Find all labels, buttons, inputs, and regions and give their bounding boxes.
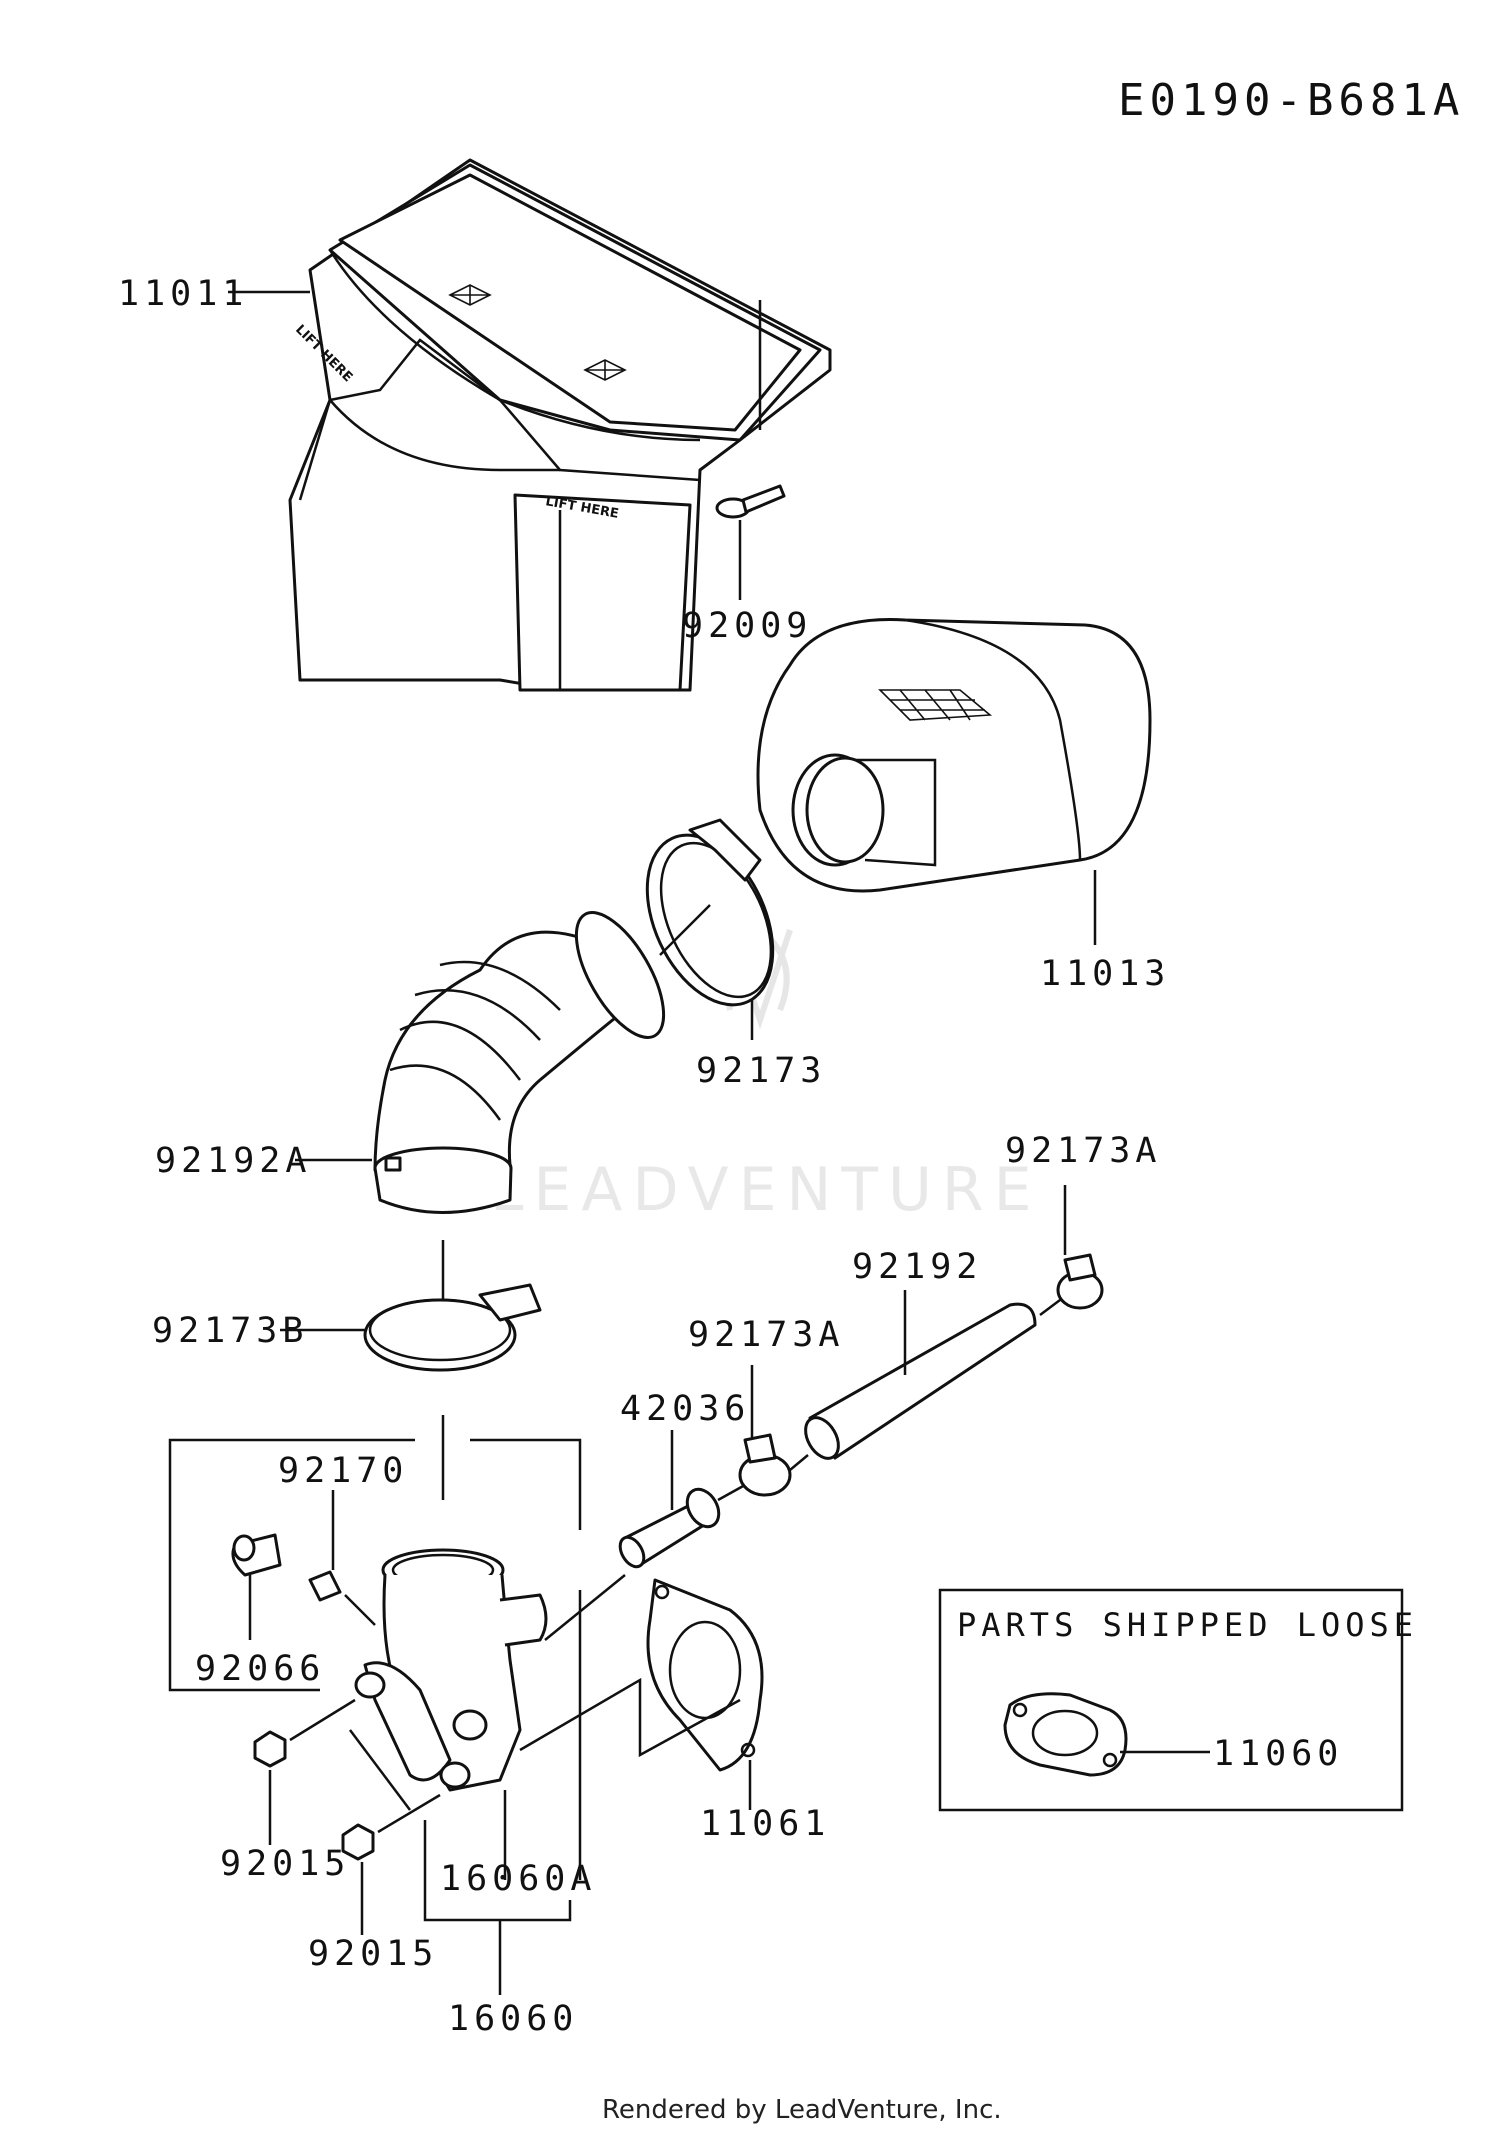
label-92192[interactable]: 92192 (852, 1247, 982, 1287)
box-title: PARTS SHIPPED LOOSE (957, 1606, 1418, 1644)
leader-nut-to-manifold-lower (377, 1793, 441, 1834)
part-92173-clamp[interactable] (622, 815, 798, 1025)
label-16060A[interactable]: 16060A (440, 1859, 596, 1899)
watermark: LEADVENTURE (490, 926, 1042, 1225)
part-92192A-elbow[interactable] (373, 899, 681, 1214)
leader-hose-clamp (1039, 1299, 1061, 1316)
leader-clamp-to-hose (789, 1454, 809, 1471)
label-11013[interactable]: 11013 (1040, 954, 1170, 994)
label-92170[interactable]: 92170 (278, 1451, 408, 1491)
label-11060[interactable]: 11060 (1213, 1734, 1343, 1774)
part-92015-nut-lower[interactable] (341, 1823, 375, 1861)
diagram-code: E0190-B681A (1118, 75, 1464, 126)
label-42036[interactable]: 42036 (620, 1389, 750, 1429)
leader-92173-cross (659, 904, 711, 956)
assembly-bracket-right (470, 1438, 582, 1530)
leader-fitting-to-clamp (717, 1483, 746, 1502)
parts-shipped-loose-box: PARTS SHIPPED LOOSE 11060 (938, 1588, 1418, 1812)
watermark-text: LEADVENTURE (490, 1155, 1042, 1225)
label-92173A-mid[interactable]: 92173A (688, 1315, 844, 1355)
part-92015-nut-upper[interactable] (253, 1730, 287, 1768)
footer-credit: Rendered by LeadVenture, Inc. (602, 2095, 1002, 2125)
part-92066-cap[interactable] (231, 1533, 282, 1577)
part-92173B-clamp[interactable] (363, 1283, 542, 1372)
part-11060-gasket[interactable] (1003, 1692, 1128, 1777)
leader-gasket-to-manifold (519, 1677, 741, 1758)
leader-nut-to-manifold-upper (289, 1698, 356, 1742)
label-92015-lower[interactable]: 92015 (308, 1934, 438, 1974)
part-42036-fitting[interactable] (615, 1484, 725, 1571)
assembly-bracket-left (168, 1438, 415, 1692)
part-92170-clip[interactable] (308, 1570, 342, 1602)
leader-manifold-bracket (349, 1729, 411, 1811)
part-92009-screw[interactable] (715, 484, 786, 519)
label-92173A-upper[interactable]: 92173A (1005, 1131, 1161, 1171)
bracket-16060 (423, 1820, 572, 1922)
part-11061-gasket[interactable] (646, 1578, 764, 1772)
label-92066[interactable]: 92066 (195, 1649, 325, 1689)
leader-manifold-to-fitting (544, 1574, 626, 1641)
label-92173[interactable]: 92173 (696, 1051, 826, 1091)
label-92015-upper[interactable]: 92015 (220, 1844, 350, 1884)
part-11011-housing[interactable]: LIFT HERE LIFT HERE (288, 158, 832, 692)
label-92173B[interactable]: 92173B (152, 1311, 308, 1351)
label-11011[interactable]: 11011 (118, 274, 248, 314)
part-92173A-clamp-mid[interactable] (738, 1433, 792, 1497)
label-92009[interactable]: 92009 (682, 606, 812, 646)
part-92173A-clamp-upper[interactable] (1056, 1253, 1104, 1310)
part-16060A-manifold[interactable] (354, 1548, 548, 1792)
label-11061[interactable]: 11061 (700, 1804, 830, 1844)
part-92192-hose[interactable] (799, 1302, 1037, 1464)
leader-clip-to-manifold (344, 1594, 376, 1626)
label-16060[interactable]: 16060 (448, 1999, 578, 2039)
label-92192A[interactable]: 92192A (155, 1141, 311, 1181)
part-11013-filter[interactable] (756, 618, 1152, 893)
